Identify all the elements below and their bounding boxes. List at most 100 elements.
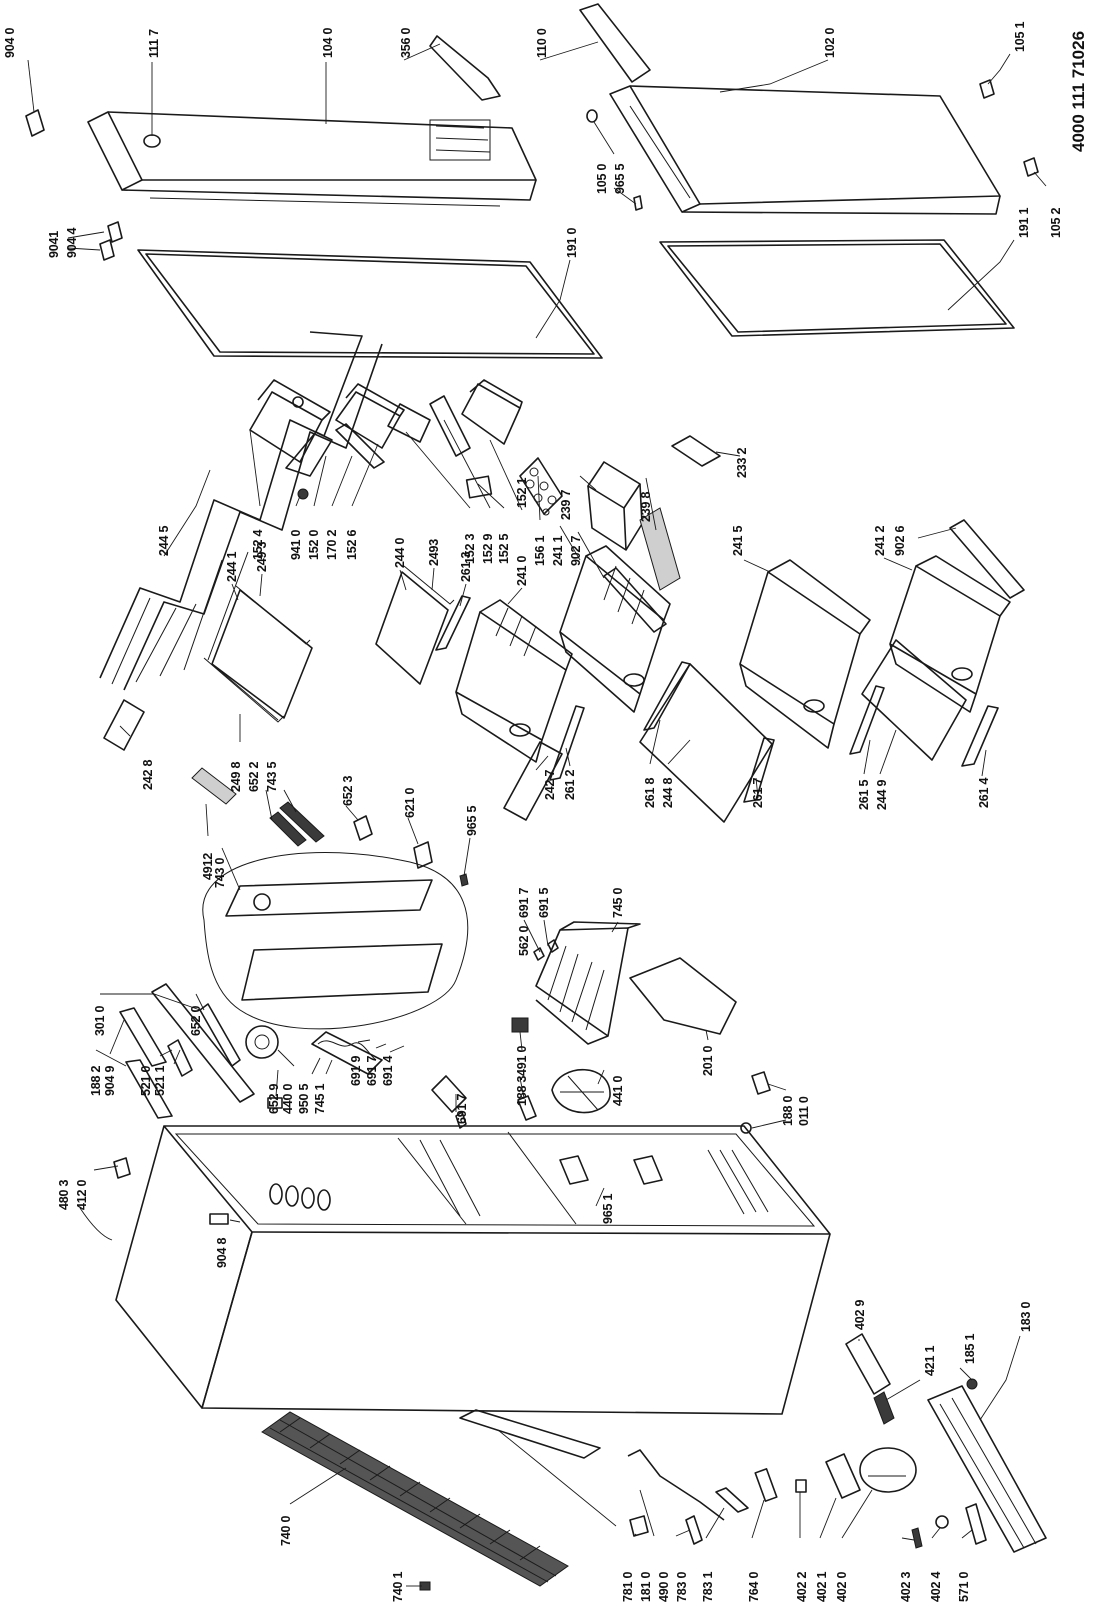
callout: 105 1 xyxy=(1013,21,1027,52)
callout: 402 1 xyxy=(815,1571,829,1602)
callout: 2493 xyxy=(427,539,441,566)
callout: 781 0 xyxy=(621,1571,635,1602)
callout: 691 7 xyxy=(365,1055,379,1086)
block-904-8 xyxy=(209,1213,229,1225)
cover-902-6 xyxy=(949,519,1025,599)
callout: 402 2 xyxy=(795,1571,809,1602)
callout: 904 9 xyxy=(103,1065,117,1096)
filter-239-8 xyxy=(639,507,681,591)
callout: 111 7 xyxy=(147,29,161,58)
strip-743-5 xyxy=(279,801,325,843)
callout: 244 5 xyxy=(157,525,171,556)
hinge-part-904-4b xyxy=(99,239,115,261)
cord-490-0 xyxy=(627,1449,725,1521)
clip-691-7-bottom xyxy=(455,1111,467,1129)
rail-261-4 xyxy=(961,705,999,767)
relay-402-1 xyxy=(825,1453,861,1499)
callout: 241 2 xyxy=(873,525,887,556)
callout: 241 1 xyxy=(551,535,565,566)
callout: 011 0 xyxy=(797,1096,811,1126)
callout: 241 5 xyxy=(731,525,745,556)
box-239-7 xyxy=(587,461,643,551)
glass-shelf-244-0 xyxy=(375,571,449,685)
callout: 152 1 xyxy=(515,477,529,508)
relay-402-2 xyxy=(795,1479,807,1493)
switch-491-0 xyxy=(511,1017,529,1033)
board-652-0 xyxy=(199,1003,241,1067)
callout: 402 9 xyxy=(853,1299,867,1330)
callout: 242 8 xyxy=(141,759,155,790)
cabinet xyxy=(115,1125,831,1415)
callout: 965 5 xyxy=(465,805,479,836)
drier-764-0 xyxy=(754,1468,778,1502)
fan-440-0 xyxy=(245,1025,279,1059)
callout: 249 3 xyxy=(255,541,269,572)
bottle-rack-244-5 xyxy=(99,331,383,691)
callout: 244 0 xyxy=(393,537,407,568)
callout: 191 1 xyxy=(1017,207,1031,238)
sensor-652-3 xyxy=(353,815,373,841)
callout: 239 7 xyxy=(559,489,573,520)
panel-group-743-0 xyxy=(202,852,469,1030)
part-402-3 xyxy=(911,1527,923,1549)
callout: 421 1 xyxy=(923,1345,937,1376)
callout: 188 2 xyxy=(89,1065,103,1096)
duct-201-0 xyxy=(629,957,737,1035)
callout: 571 0 xyxy=(957,1571,971,1602)
callout: 110 0 xyxy=(535,28,549,58)
glass-shelf-244-1 xyxy=(203,585,313,723)
lower-gasket-191-1 xyxy=(659,239,1015,337)
callout: 440 0 xyxy=(281,1083,295,1114)
callout: 904 4 xyxy=(65,227,79,258)
door-cover-356 xyxy=(429,35,501,101)
callout: 104 0 xyxy=(321,27,335,58)
callout: 261 3 xyxy=(459,551,473,582)
foot-185-1 xyxy=(966,1378,978,1390)
callout: 691 5 xyxy=(537,887,551,918)
callout: 170 2 xyxy=(325,529,339,560)
shelf-strip-170-2 xyxy=(335,423,385,469)
hinge-105-2 xyxy=(1023,157,1039,177)
callout: 902 6 xyxy=(893,525,907,556)
base-plate-183-0 xyxy=(927,1385,1047,1553)
egg-tray-156-1 xyxy=(519,457,563,516)
hinge-cover-110 xyxy=(579,3,651,83)
callout: 152 0 xyxy=(307,529,321,560)
callout: 740 0 xyxy=(279,1515,293,1546)
callout: 244 1 xyxy=(225,551,239,582)
screw-965-5-top xyxy=(633,195,643,211)
board-521-1 xyxy=(167,1039,193,1077)
callout: 480 3 xyxy=(57,1179,71,1210)
callout: 261 7 xyxy=(751,777,765,808)
hinge-105-1 xyxy=(979,79,995,99)
door-balcony-152-9 xyxy=(429,395,471,457)
callout: 743 0 xyxy=(213,857,227,888)
callout: 412 0 xyxy=(75,1179,89,1210)
callout: 402 0 xyxy=(835,1571,849,1602)
callout: 691 7 xyxy=(455,1093,469,1124)
callout: 941 0 xyxy=(289,529,303,560)
callout: 652 3 xyxy=(341,775,355,806)
box-242-7 xyxy=(503,741,563,821)
document-number: 4000 111 71026 xyxy=(1069,31,1088,152)
fan-441-0 xyxy=(551,1068,611,1114)
wire-480-3 xyxy=(79,1207,113,1241)
callout: 490 0 xyxy=(657,1571,671,1602)
heater-745-1 xyxy=(311,1031,383,1075)
cover-233-2 xyxy=(671,435,721,467)
cover-902-7 xyxy=(603,567,667,633)
upper-gasket-191-0 xyxy=(137,249,603,359)
callout: 740 1 xyxy=(391,1571,405,1602)
knob-941-0 xyxy=(297,488,309,500)
cover-904-9 xyxy=(119,1007,167,1067)
callout: 105 2 xyxy=(1049,207,1063,238)
callout: 191 0 xyxy=(565,227,579,258)
hinge-188-0 xyxy=(751,1071,771,1095)
callout: 152 3 xyxy=(463,533,477,564)
callout: 904 8 xyxy=(215,1237,229,1268)
callout: 441 0 xyxy=(611,1075,625,1106)
part-652-2 xyxy=(269,811,307,847)
callout: 201 0 xyxy=(701,1045,715,1076)
callout: 152 6 xyxy=(345,529,359,560)
